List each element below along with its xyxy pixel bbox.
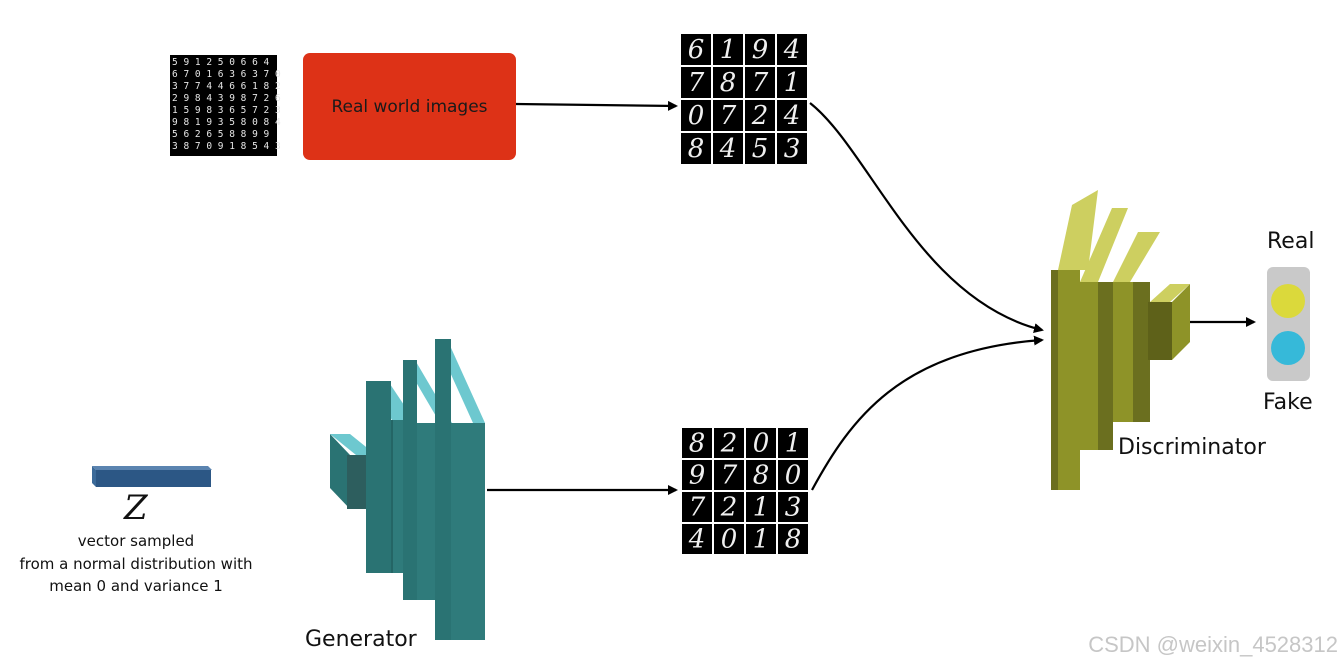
real-label: Real — [1267, 229, 1315, 254]
mnist-row: 3 8 7 0 9 1 8 5 4 3 — [172, 141, 281, 152]
digit-glyph: 9 — [689, 460, 706, 490]
mnist-thumbnail: 5 9 1 2 5 0 6 6 46 7 0 1 6 3 6 3 7 03 7 … — [170, 55, 281, 156]
digit-glyph: 3 — [785, 492, 802, 522]
digit-cell — [778, 524, 808, 554]
digit-glyph: 8 — [753, 460, 770, 490]
digit-cell — [745, 67, 775, 98]
discriminator-network — [1051, 190, 1190, 490]
z-description-line: vector sampled — [77, 532, 195, 550]
digit-cell — [714, 524, 744, 554]
digit-cell — [777, 67, 807, 98]
digit-cell — [745, 34, 775, 65]
arrow-real-to-samples — [515, 100, 678, 111]
digit-cell — [682, 428, 712, 458]
digit-cell — [745, 133, 775, 164]
digit-glyph: 4 — [688, 524, 706, 554]
discriminator-label: Discriminator — [1118, 435, 1266, 460]
mnist-row: 1 5 9 8 3 6 5 7 2 3 — [172, 105, 281, 116]
fake-label: Fake — [1263, 390, 1313, 415]
digit-glyph: 0 — [721, 524, 738, 554]
digit-glyph: 1 — [785, 428, 802, 458]
digit-cell — [714, 460, 744, 490]
z-symbol: Z — [124, 488, 148, 528]
digit-cell — [777, 133, 807, 164]
digit-glyph: 6 — [688, 35, 705, 65]
digit-cell — [682, 524, 712, 554]
real-world-images-label: Real world images — [331, 96, 488, 117]
mnist-row: 5 9 1 2 5 0 6 6 4 — [172, 57, 270, 68]
digit-glyph: 2 — [751, 101, 769, 131]
digit-glyph: 7 — [721, 460, 738, 490]
digit-cell — [746, 460, 776, 490]
digit-glyph: 5 — [752, 134, 769, 164]
z-description-line: mean 0 and variance 1 — [49, 577, 223, 595]
digit-glyph: 7 — [689, 492, 706, 522]
mnist-row: 9 8 1 9 3 5 8 0 8 4 — [172, 117, 281, 128]
digit-cell — [681, 67, 711, 98]
digit-glyph: 7 — [752, 68, 769, 98]
real-world-images-box: Real world images — [303, 53, 516, 160]
digit-glyph: 3 — [784, 134, 801, 164]
mnist-row: 2 9 8 4 3 9 8 7 2 6 — [172, 93, 281, 104]
digit-cell — [777, 34, 807, 65]
digit-cell — [714, 492, 744, 522]
mnist-row: 3 7 7 4 4 6 6 1 8 2 — [172, 81, 281, 92]
digit-glyph: 1 — [784, 68, 801, 98]
digit-glyph: 1 — [720, 35, 737, 65]
mnist-row: 6 7 0 1 6 3 6 3 7 0 — [172, 69, 281, 80]
digit-glyph: 0 — [785, 460, 802, 490]
digit-glyph: 1 — [753, 492, 770, 522]
digit-cell — [746, 428, 776, 458]
digit-cell — [713, 67, 743, 98]
arrow-generated-samples-to-discriminator — [811, 335, 1044, 491]
digit-glyph: 8 — [688, 134, 705, 164]
digit-cell — [778, 428, 808, 458]
digit-cell — [681, 34, 711, 65]
digit-cell — [682, 460, 712, 490]
digit-cell — [778, 492, 808, 522]
digit-cell — [681, 133, 711, 164]
digit-glyph: 8 — [720, 68, 737, 98]
digit-glyph: 0 — [753, 428, 770, 458]
digit-cell — [746, 524, 776, 554]
digit-glyph: 9 — [752, 35, 769, 65]
real-fake-indicator — [1267, 267, 1310, 381]
digit-cell — [682, 492, 712, 522]
digit-cell — [745, 100, 775, 131]
digit-glyph: 4 — [783, 35, 801, 65]
digit-glyph: 1 — [753, 524, 770, 554]
digit-glyph: 7 — [720, 101, 737, 131]
watermark: CSDN @weixin_4528312 — [1088, 632, 1338, 657]
digit-glyph: 8 — [689, 428, 706, 458]
generator-label: Generator — [305, 627, 417, 652]
digit-glyph: 2 — [720, 428, 738, 458]
digit-cell — [746, 492, 776, 522]
digit-glyph: 4 — [783, 101, 801, 131]
mnist-row: 5 6 2 6 5 8 8 9 9 — [172, 129, 270, 140]
generator-network — [330, 339, 485, 640]
digit-glyph: 2 — [720, 492, 738, 522]
digit-glyph: 7 — [688, 68, 705, 98]
digit-cell — [713, 133, 743, 164]
z-description: vector sampled from a normal distributio… — [0, 530, 272, 598]
z-description-line: from a normal distribution with — [19, 554, 253, 573]
digit-cell — [713, 100, 743, 131]
z-vector-bar — [92, 466, 212, 487]
digit-cell — [713, 34, 743, 65]
digit-cell — [714, 428, 744, 458]
digit-cell — [777, 100, 807, 131]
digit-cell — [778, 460, 808, 490]
arrow-real-samples-to-discriminator — [809, 102, 1044, 333]
digit-glyph: 0 — [688, 101, 705, 131]
digit-glyph: 4 — [719, 134, 737, 164]
digit-cell — [681, 100, 711, 131]
digit-glyph: 8 — [785, 524, 802, 554]
